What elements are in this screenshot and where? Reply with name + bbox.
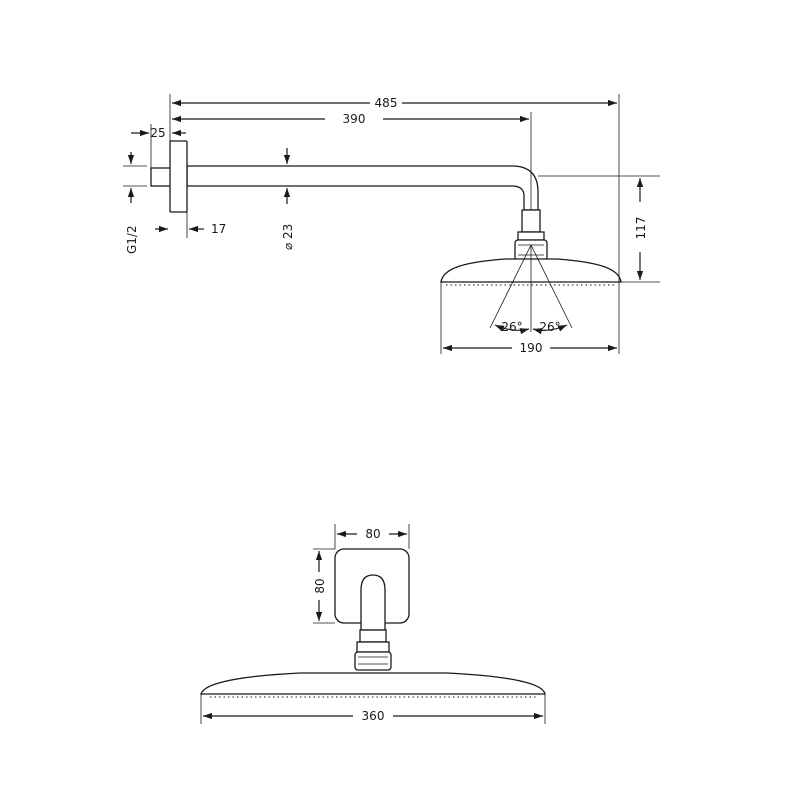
shower-arm: [186, 165, 539, 211]
front-shower-arm: [360, 574, 386, 631]
dim-flange-height-label: 80: [313, 578, 327, 593]
dim-head-length-label: 360: [362, 709, 385, 723]
dim-head-width: 190: [443, 341, 617, 355]
dim-flange-depth-label: 25: [150, 126, 165, 140]
dim-tilt-right-label: 26°: [539, 320, 560, 334]
dim-tilt-left-label: 26°: [501, 320, 522, 334]
shower-head-front: [200, 672, 546, 695]
dim-thread-label: G1/2: [125, 225, 139, 254]
side-extension-lines: [123, 94, 660, 354]
dim-tilt-angles: 26° 26°: [489, 244, 573, 335]
front-extension-lines: [200, 524, 546, 724]
dim-flange-offset-label: 17: [211, 222, 226, 236]
dim-overall-length-label: 485: [375, 96, 398, 110]
dim-arm-length: 390: [172, 112, 529, 126]
dim-head-height: 117: [634, 178, 648, 280]
dim-arm-diameter-label: ⌀ 23: [281, 224, 295, 250]
dim-flange-depth: 25: [131, 126, 186, 140]
dim-flange-width: 80: [337, 527, 407, 541]
dim-head-length: 360: [203, 709, 543, 723]
side-view: 485 390 25 G1/2 17 ⌀: [123, 94, 660, 355]
dim-flange-height: 80: [313, 551, 327, 621]
dim-thread: G1/2: [125, 152, 139, 254]
dim-flange-offset: 17: [155, 222, 226, 236]
front-ball-joint: [354, 629, 392, 671]
front-view: 80 80 360: [200, 524, 546, 724]
dim-flange-width-label: 80: [365, 527, 380, 541]
wall-flange: [169, 140, 188, 213]
dim-arm-length-label: 390: [343, 112, 366, 126]
dim-head-height-label: 117: [634, 217, 648, 240]
dim-arm-diameter: ⌀ 23: [281, 148, 295, 250]
dim-head-width-label: 190: [520, 341, 543, 355]
dim-overall-length: 485: [172, 96, 617, 110]
